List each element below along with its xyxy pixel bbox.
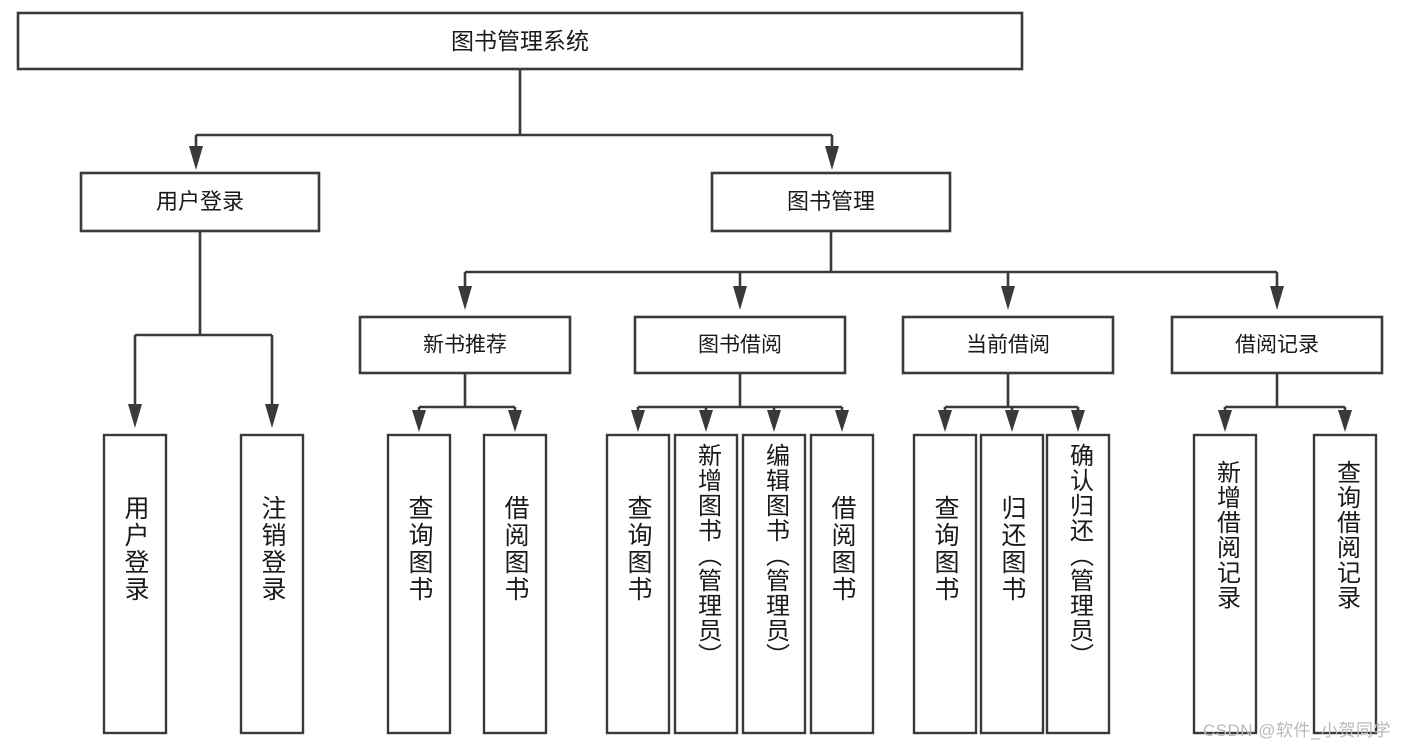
leaf-box-current-borrow-2[interactable] [1045, 433, 1111, 735]
leaf-box-book-borrow-1[interactable] [673, 433, 739, 735]
leaf-box-current-borrow-1[interactable] [979, 433, 1045, 735]
leaf-box-book-borrow-3[interactable] [809, 433, 875, 735]
node-root-label: 图书管理系统 [451, 28, 589, 54]
leaf-box-user-login-1[interactable] [239, 433, 305, 735]
connector-book-management-to-level3 [458, 231, 1284, 310]
connector-borrow-record-to-leaves [1218, 373, 1352, 432]
node-borrow-record[interactable]: 借阅记录 [1170, 315, 1384, 375]
node-root[interactable]: 图书管理系统 [16, 11, 1024, 71]
node-new-book-recommend[interactable]: 新书推荐 [358, 315, 572, 375]
node-book-management-label: 图书管理 [787, 189, 875, 214]
node-root-box [16, 11, 1024, 71]
node-current-borrow[interactable]: 当前借阅 [901, 315, 1115, 375]
leaf-box-book-borrow-2[interactable] [741, 433, 807, 735]
connector-root-to-level2 [189, 69, 839, 170]
connector-new-book-recommend-to-leaves [412, 373, 522, 432]
leaf-box-new-book-0[interactable] [386, 433, 452, 735]
node-new-book-recommend-label: 新书推荐 [423, 334, 507, 357]
leaf-box-current-borrow-0[interactable] [912, 433, 978, 735]
leaf-box-user-login-0[interactable] [102, 433, 168, 735]
connector-user-login-to-leaves [128, 231, 279, 428]
leaf-box-book-borrow-0[interactable] [605, 433, 671, 735]
leaf-box-new-book-1[interactable] [482, 433, 548, 735]
node-borrow-record-label: 借阅记录 [1235, 334, 1319, 357]
node-book-borrow[interactable]: 图书借阅 [633, 315, 847, 375]
leaf-box-borrow-record-1[interactable] [1312, 433, 1378, 735]
node-new-book-recommend-box [358, 315, 572, 375]
connector-book-borrow-to-leaves [631, 373, 849, 432]
node-user-login-label: 用户登录 [156, 189, 244, 214]
node-book-management[interactable]: 图书管理 [710, 171, 952, 233]
connector-current-borrow-to-leaves [938, 373, 1085, 432]
node-book-borrow-label: 图书借阅 [698, 334, 782, 357]
node-current-borrow-box [901, 315, 1115, 375]
node-user-login-box [79, 171, 321, 233]
node-user-login[interactable]: 用户登录 [79, 171, 321, 233]
csdn-watermark: CSDN @软件_小贺同学 [1202, 721, 1391, 740]
node-current-borrow-label: 当前借阅 [966, 334, 1050, 357]
leaf-box-borrow-record-0[interactable] [1192, 433, 1258, 735]
